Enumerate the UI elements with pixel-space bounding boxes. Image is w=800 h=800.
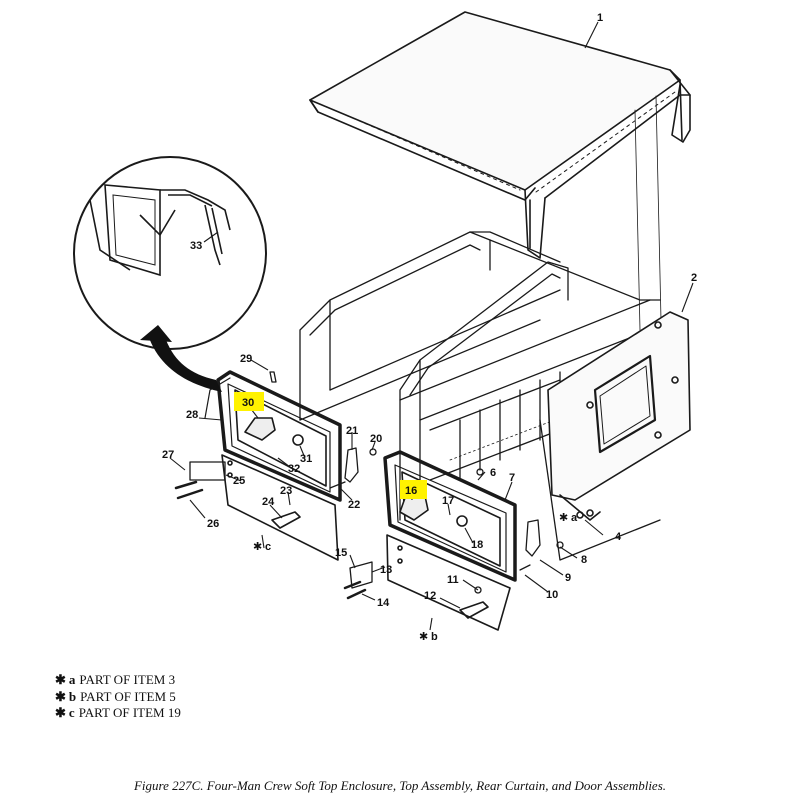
marker-b-star: ✱: [419, 631, 428, 643]
callout-4: 4: [615, 531, 622, 543]
callout-2: 2: [691, 272, 697, 284]
callout-22: 22: [348, 499, 360, 511]
marker-b: b: [431, 631, 438, 643]
callout-29: 29: [240, 353, 252, 365]
weatherstrip-28: [204, 377, 231, 419]
detail-arrow: [148, 335, 222, 392]
item-markers: ✱ a ✱ b ✱ c: [253, 512, 578, 643]
callout-15: 15: [335, 547, 347, 559]
top-assembly: [309, 11, 691, 331]
callout-21: 21: [346, 425, 358, 437]
callouts: 1 2 4 6 7 8 9 10 11 12 13 14 15 16 17 18…: [162, 12, 697, 609]
callout-14: 14: [377, 597, 390, 609]
callout-32: 32: [288, 463, 300, 475]
legend-text: PART OF ITEM 3: [79, 672, 176, 687]
callout-17: 17: [442, 495, 454, 507]
callout-6: 6: [490, 467, 496, 479]
highlight-16: [400, 480, 427, 499]
callout-7: 7: [509, 472, 515, 484]
figure-caption: Figure 227C. Four-Man Crew Soft Top Encl…: [133, 778, 667, 793]
callout-25: 25: [233, 475, 245, 487]
marker-c-star: ✱: [253, 541, 262, 553]
legend-star: ✱: [55, 688, 66, 704]
callout-28: 28: [186, 409, 198, 421]
legend-text: PART OF ITEM 5: [80, 688, 176, 704]
marker-a-star: ✱: [559, 512, 568, 524]
highlight-30: [234, 392, 264, 411]
callout-31: 31: [300, 453, 312, 465]
leader-lines: [169, 21, 694, 631]
callout-27: 27: [162, 449, 174, 461]
callout-11: 11: [447, 574, 459, 586]
callout-12: 12: [424, 590, 436, 602]
callout-20: 20: [370, 433, 382, 445]
legend-letter: c: [68, 705, 75, 720]
detail-view: [73, 156, 267, 392]
legend-star: ✱: [55, 672, 66, 687]
left-door: [216, 370, 342, 561]
callout-33: 33: [190, 240, 202, 252]
callout-10: 10: [546, 589, 558, 601]
legend-star: ✱: [55, 705, 66, 720]
callout-9: 9: [565, 572, 571, 584]
callout-26: 26: [207, 518, 219, 530]
callout-13: 13: [380, 564, 392, 576]
legend-letter: a: [68, 672, 76, 687]
legend-letter: b: [68, 688, 77, 704]
callout-8: 8: [581, 554, 587, 566]
callout-23: 23: [280, 485, 292, 497]
callout-18: 18: [471, 539, 483, 551]
marker-c: c: [265, 541, 271, 553]
callout-1: 1: [597, 12, 603, 24]
marker-a: a: [571, 512, 578, 524]
callout-16: 16: [405, 485, 417, 497]
rear-curtain: [547, 311, 691, 521]
callout-24: 24: [262, 496, 275, 508]
callout-30: 30: [242, 397, 254, 409]
legend-text: PART OF ITEM 19: [78, 705, 181, 720]
